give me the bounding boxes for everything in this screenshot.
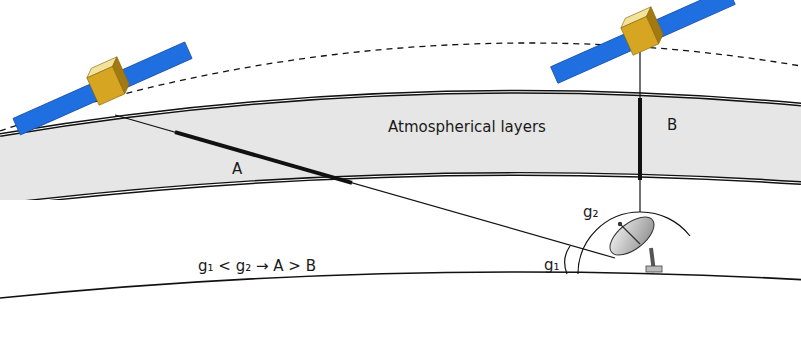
- earth-surface: [0, 272, 801, 298]
- segment-label: B: [667, 116, 677, 134]
- signal-path: [115, 115, 615, 258]
- signal-path: [639, 50, 640, 212]
- orbit-line: [0, 43, 801, 131]
- dish-antenna: [604, 210, 662, 272]
- band-outline: [0, 80, 801, 200]
- angle-arc: [565, 246, 570, 274]
- satellite: [545, 0, 737, 88]
- satellite: [7, 29, 194, 139]
- segment-label: A: [232, 160, 242, 178]
- path-segment-b: [638, 98, 642, 180]
- atmosphere-band: Atmospherical layers: [0, 80, 801, 200]
- angle-label: g₁: [544, 256, 560, 274]
- path-segment-a: [175, 132, 352, 183]
- band-title: Atmospherical layers: [388, 118, 546, 136]
- relation-note: g₁ < g₂ → A > B: [198, 257, 316, 275]
- angle-label: g₂: [583, 203, 599, 221]
